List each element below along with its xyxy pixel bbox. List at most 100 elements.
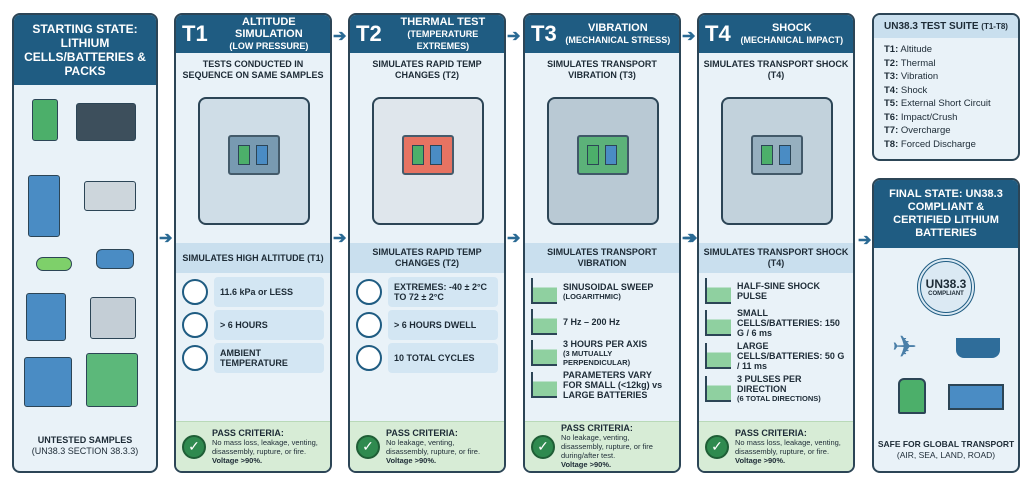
battery-icon xyxy=(28,175,60,237)
suite-item: T1: Altitude xyxy=(884,43,1008,57)
arrow-right-icon: ➔ xyxy=(682,230,696,247)
battery-icon xyxy=(32,99,58,141)
suite-item-name: Impact/Crush xyxy=(900,111,958,123)
suite-item: T4: Shock xyxy=(884,84,1008,98)
spec-value: HALF-SINE SHOCK PULSE xyxy=(737,281,820,301)
clock-icon xyxy=(356,312,382,338)
spec-note: (3 MUTUALLY PERPENDICULAR) xyxy=(563,349,631,367)
suite-item-name: Altitude xyxy=(900,44,933,55)
arrow-right-icon: ➔ xyxy=(333,28,347,45)
arrow-right-icon: ➔ xyxy=(159,230,173,247)
suite-item-code: T4: xyxy=(884,84,899,96)
airplane-icon: ✈ xyxy=(892,331,918,364)
pass-criteria: ✓PASS CRITERIA:No mass loss, leakage, ve… xyxy=(176,421,330,471)
suite-item: T8: Forced Discharge xyxy=(884,138,1008,152)
pass-criteria-text: No leakage, venting, disassembly, ruptur… xyxy=(386,437,481,456)
spec-value: > 6 HOURS xyxy=(214,310,324,340)
pass-voltage: Voltage >90%. xyxy=(386,455,437,465)
spec-value: SINUSOIDAL SWEEP xyxy=(563,281,654,292)
four-direction-arrows-icon xyxy=(705,375,731,402)
suite-item: T2: Thermal xyxy=(884,57,1008,71)
pass-voltage: Voltage >90%. xyxy=(735,455,786,465)
suite-item: T5: External Short Circuit xyxy=(884,97,1008,111)
small-pulse-icon xyxy=(705,310,731,336)
test-subtitle: (TEMPERATURE EXTREMES) xyxy=(407,29,479,51)
transport-modes: (AIR, SEA, LAND, ROAD) xyxy=(896,450,996,460)
test-summary-band: SIMULATES TRANSPORT VIBRATION xyxy=(525,243,679,273)
battery-pack-icon xyxy=(86,353,138,407)
test-title: ALTITUDE SIMULATION xyxy=(235,16,303,40)
spec-row: SMALL CELLS/BATTERIES: 150 G / 6 ms xyxy=(705,308,847,338)
checkmark-icon: ✓ xyxy=(182,434,206,459)
half-sine-pulse-icon xyxy=(705,278,731,304)
spec-row: > 6 HOURS DWELL xyxy=(356,310,498,340)
test-title: THERMAL TEST xyxy=(400,16,486,28)
test-summary-band: SIMULATES TRANSPORT SHOCK (T4) xyxy=(699,243,853,273)
test-summary-band: SIMULATES HIGH ALTITUDE (T1) xyxy=(176,243,330,273)
suite-item-name: External Short Circuit xyxy=(900,98,991,109)
test-number: T1 xyxy=(182,21,208,46)
spec-row: 3 PULSES PER DIRECTION(6 TOTAL DIRECTION… xyxy=(705,374,847,403)
spec-row: 7 Hz – 200 Hz xyxy=(531,308,673,336)
suite-item-code: T1: xyxy=(884,44,899,55)
frequency-curve-icon xyxy=(531,309,557,335)
suite-item-name: Vibration xyxy=(900,71,939,82)
pass-criteria-title: PASS CRITERIA: xyxy=(212,427,284,438)
test-equipment-illustration xyxy=(533,87,671,237)
arrow-right-icon: ➔ xyxy=(333,230,347,247)
pass-voltage: Voltage >90%. xyxy=(212,455,263,465)
thermometer-icon xyxy=(182,345,208,371)
suite-item-code: T7: xyxy=(884,125,899,136)
spec-value: SMALL CELLS/BATTERIES: 150 G / 6 ms xyxy=(737,308,840,338)
spec-value: 3 PULSES PER DIRECTION xyxy=(737,374,802,394)
test-suite-range: (T1-T8) xyxy=(981,22,1008,31)
test-summary-band: SIMULATES RAPID TEMP CHANGES (T2) xyxy=(350,243,504,273)
suite-item-name: Overcharge xyxy=(900,125,951,136)
starting-state-title: STARTING STATE: LITHIUM CELLS/BATTERIES … xyxy=(14,15,156,85)
final-state-panel: FINAL STATE: UN38.3 COMPLIANT & CERTIFIE… xyxy=(872,178,1020,473)
spec-row: PARAMETERS VARY FOR SMALL (<12kg) vs LAR… xyxy=(531,370,673,400)
train-icon xyxy=(898,378,926,414)
pass-criteria: ✓PASS CRITERIA:No leakage, venting, disa… xyxy=(350,421,504,471)
spec-row: 11.6 kPa or LESS xyxy=(182,277,324,307)
test-subtitle: (MECHANICAL STRESS) xyxy=(565,35,671,45)
test-equipment-illustration xyxy=(358,87,496,237)
test-equipment-illustration xyxy=(184,87,322,237)
test-description: SIMULATES TRANSPORT VIBRATION (T3) xyxy=(547,59,657,80)
suite-item-code: T3: xyxy=(884,71,899,82)
spec-row: SINUSOIDAL SWEEP(LOGARITHMIC) xyxy=(531,277,673,305)
suite-item-name: Thermal xyxy=(900,57,936,69)
arrow-right-icon: ➔ xyxy=(858,232,872,249)
suite-item-code: T6: xyxy=(884,111,899,123)
checkmark-icon: ✓ xyxy=(705,434,729,459)
spec-row: 10 TOTAL CYCLES xyxy=(356,343,498,373)
test-suite-title: UN38.3 TEST SUITE xyxy=(884,21,979,32)
battery-icon xyxy=(36,257,72,271)
pass-criteria-title: PASS CRITERIA: xyxy=(735,427,807,438)
spec-value: LARGE CELLS/BATTERIES: 50 G / 11 ms xyxy=(737,341,845,371)
pass-criteria: ✓PASS CRITERIA:No leakage, venting, disa… xyxy=(525,421,679,471)
spec-note: (LOGARITHMIC) xyxy=(563,291,621,301)
suite-item: T6: Impact/Crush xyxy=(884,111,1008,125)
truck-icon xyxy=(948,384,1004,410)
test-description: SIMULATES TRANSPORT SHOCK (T4) xyxy=(703,59,849,80)
suite-item: T3: Vibration xyxy=(884,70,1008,84)
battery-samples-illustration xyxy=(14,85,156,407)
battery-pack-icon xyxy=(90,297,136,339)
battery-icon xyxy=(26,293,66,341)
badge-main-text: UN38.3 xyxy=(925,277,967,291)
test-title: VIBRATION xyxy=(588,22,648,34)
test-number: T4 xyxy=(705,21,731,46)
final-state-title: FINAL STATE: UN38.3 COMPLIANT & CERTIFIE… xyxy=(874,180,1018,248)
spec-value: 10 TOTAL CYCLES xyxy=(388,343,498,373)
test-subtitle: (MECHANICAL IMPACT) xyxy=(740,35,844,45)
arrow-right-icon: ➔ xyxy=(507,28,521,45)
test-panel-t4: T4 SHOCK(MECHANICAL IMPACT) SIMULATES TRA… xyxy=(697,13,855,473)
untested-samples-section: (UN38.3 SECTION 38.3.3) xyxy=(31,446,139,456)
compliant-badge: UN38.3 COMPLIANT xyxy=(917,258,975,316)
spec-row: EXTREMES: -40 ± 2°C TO 72 ± 2°C xyxy=(356,277,498,307)
test-title: SHOCK xyxy=(771,22,812,34)
